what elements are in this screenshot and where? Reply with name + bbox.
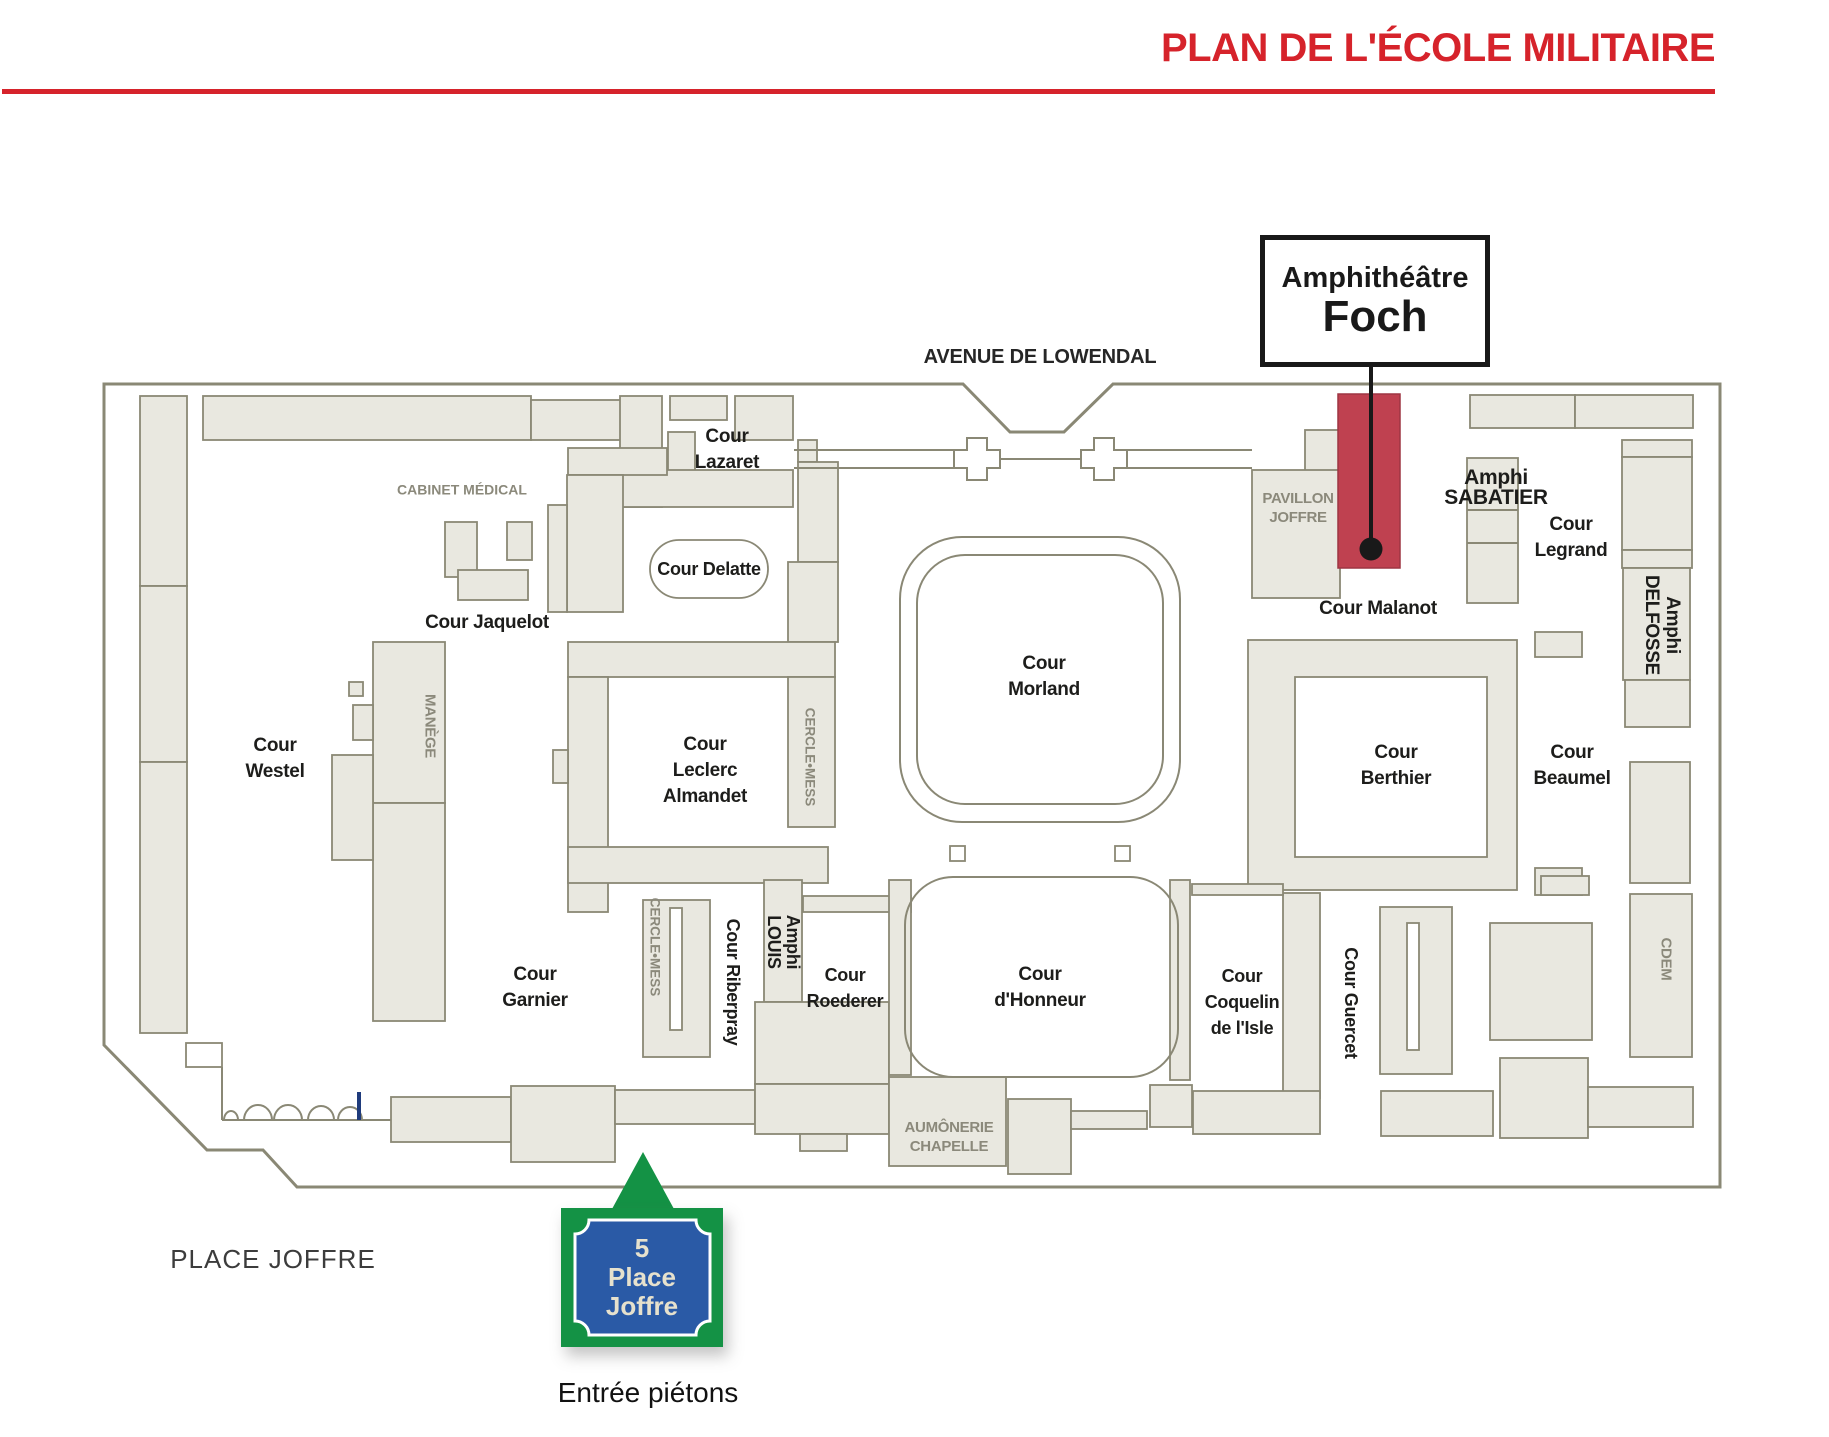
label-entree-pietons: Entrée piétons [557,1377,739,1408]
courtyard-cutouts [185,539,1488,1068]
sign-plate: 5 Place Joffre [561,1208,723,1347]
sign-text: 5 Place Joffre [561,1208,723,1347]
label-cour-jaquelot: Cour Jaquelot [425,612,549,633]
foch-callout-title: Amphithéâtre [1281,262,1469,294]
label-avenue-de-lowendal: AVENUE DE LOWENDAL [923,346,1157,368]
label-cour-delatte: Cour Delatte [657,559,761,579]
label-cdem: CDEM [1657,937,1675,981]
label-cabinet-medical: CABINET MÉDICAL [397,481,527,498]
campus-outline [102,382,1722,1189]
label-manege: MANÈGE [421,693,439,759]
gate-cross-icon [1080,437,1128,481]
sign-street-line2: Joffre [605,1291,679,1321]
label-place-joffre-street: PLACE JOFFRE [170,1244,376,1274]
label-cercle-mess-upper: CERCLE•MESS [802,707,818,807]
buildings [139,394,1694,1175]
label-cour-riberpray: Cour Riberpray [723,918,743,1046]
gate-arches-icon [223,1104,363,1121]
sign-street-line1: Place [608,1262,676,1292]
walkway-and-gates [794,437,1252,481]
title-divider [2,89,1715,94]
gate-cross-icon [953,437,1001,481]
foch-callout-name: Foch [1322,292,1428,341]
foch-callout-box: Amphithéâtre Foch [1260,235,1490,367]
sign-number: 5 [634,1233,650,1263]
address-sign: 5 Place Joffre [561,1152,723,1347]
sign-pointer-icon [612,1152,674,1209]
label-cour-guercet: Cour Guercet [1341,947,1361,1059]
page-title: PLAN DE L'ÉCOLE MILITAIRE [1160,26,1716,70]
foch-callout-dot [1359,537,1383,561]
label-cour-malanot: Cour Malanot [1319,598,1437,619]
label-cercle-mess-lower: CERCLE•MESS [647,897,663,997]
sign-plaque-icon [573,1218,712,1337]
